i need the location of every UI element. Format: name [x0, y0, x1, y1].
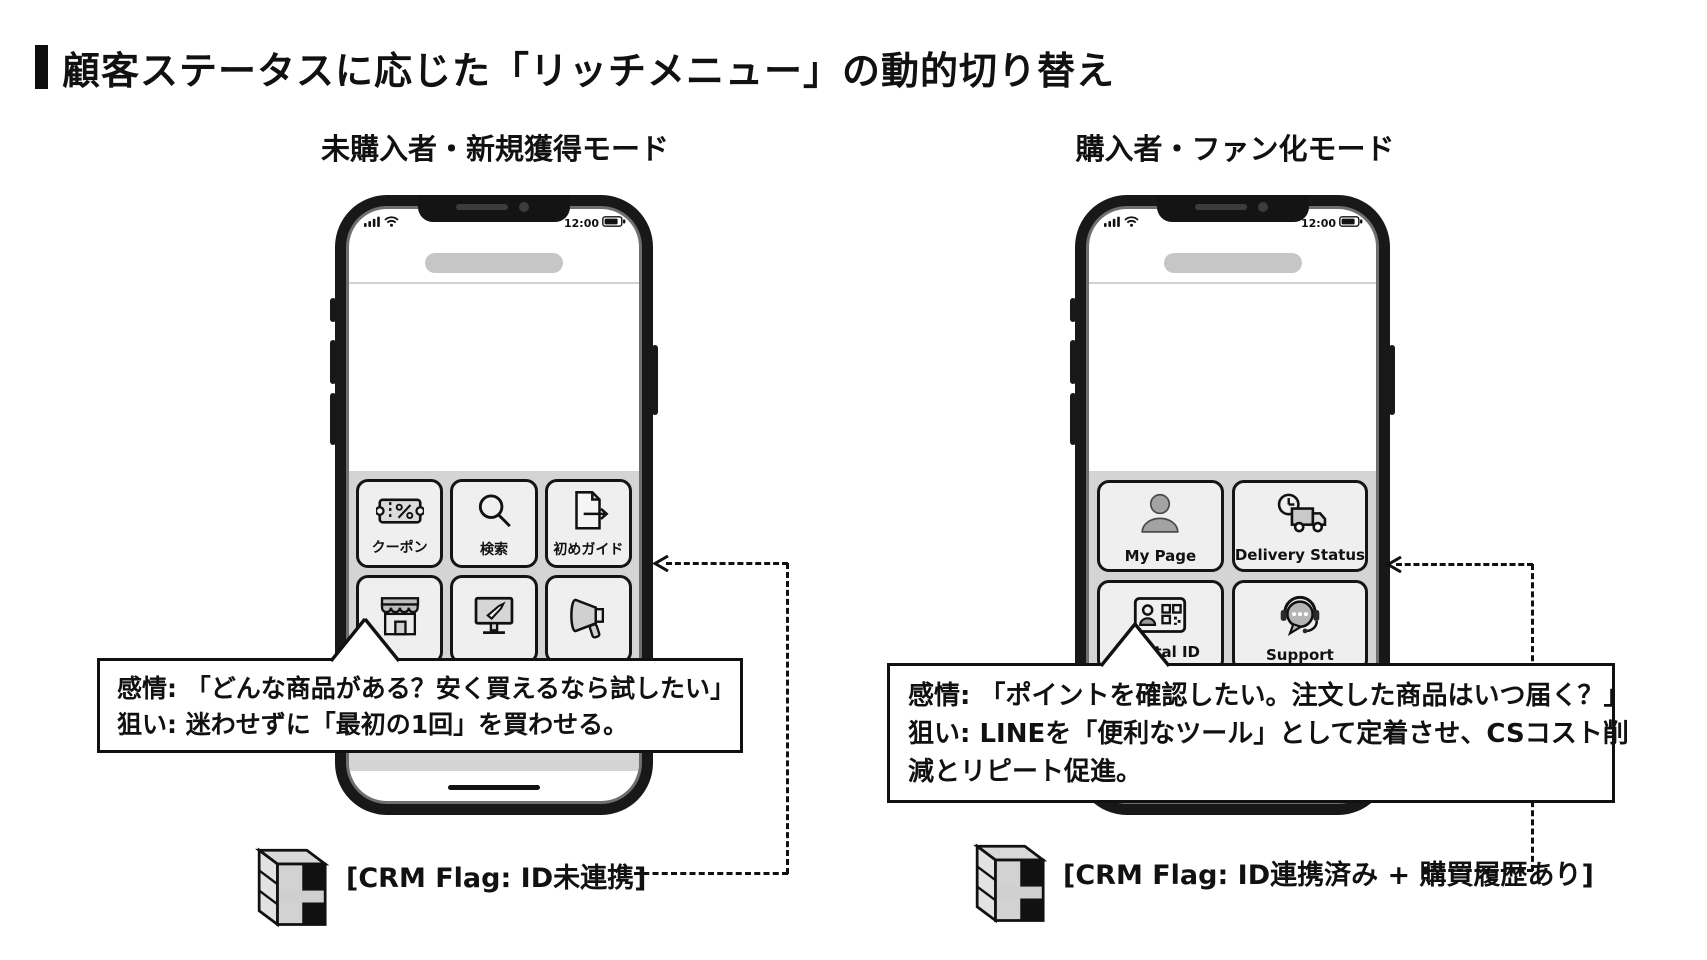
volume-up-button: [1070, 340, 1076, 384]
notch: [1156, 195, 1309, 222]
megaphone-icon: [563, 592, 613, 646]
emotion-line: 感情: 「どんな商品がある？安く買えるなら試したい」: [117, 674, 735, 703]
delivery-truck-icon: [1271, 489, 1329, 545]
wifi-icon: [1124, 216, 1139, 230]
volume-down-button: [1070, 393, 1076, 445]
support-headset-icon: [1273, 589, 1327, 645]
right-annotation-bubble: 感情: 「ポイントを確認したい。注文した商品はいつ届く？」 狙い: LINEを「…: [887, 663, 1630, 803]
camera-dot: [1257, 202, 1268, 212]
search-icon: [471, 488, 517, 538]
menu-item-search[interactable]: 検索: [450, 479, 538, 568]
battery-icon: [602, 216, 626, 230]
status-bar: 12:00: [364, 216, 626, 230]
aim-line-2: 減とリピート促進。: [908, 757, 1143, 787]
menu-item-megaphone[interactable]: [544, 575, 632, 664]
wifi-icon: [384, 216, 399, 230]
header-divider: [1089, 282, 1376, 284]
digital-id-card-icon: [1132, 592, 1188, 642]
page-title: 顧客ステータスに応じた「リッチメニュー」の動的切り替え: [62, 49, 1116, 93]
menu-item-delivery-status[interactable]: Delivery Status: [1231, 480, 1368, 572]
chat-header-placeholder: [1163, 253, 1302, 273]
battery-icon: [1339, 216, 1363, 230]
title-accent-bar: [35, 45, 48, 89]
menu-item-label: Delivery Status: [1234, 545, 1365, 564]
aim-line: 狙い: 迷わせずに「最初の1回」を買わせる。: [117, 710, 629, 739]
left-connector-vertical: [786, 563, 789, 874]
left-annotation-bubble: 感情: 「どんな商品がある？安く買えるなら試したい」 狙い: 迷わせずに「最初の…: [97, 658, 743, 753]
signal-icon: [364, 216, 381, 230]
right-connector-top: [1396, 563, 1533, 566]
volume-up-button: [330, 340, 336, 384]
mute-switch: [330, 298, 336, 322]
aim-line: 狙い: LINEを「便利なツール」として定着させ、CSコスト削: [908, 719, 1629, 749]
database-cube-icon: [250, 842, 338, 934]
volume-down-button: [330, 393, 336, 445]
mute-switch: [1070, 298, 1076, 322]
menu-item-starter-guide[interactable]: 初めガイド: [544, 479, 632, 568]
left-arrow-icon: [651, 553, 671, 578]
menu-item-label: 初めガイド: [553, 542, 624, 558]
left-connector-top: [666, 562, 788, 565]
status-bar: 12:00: [1104, 216, 1363, 230]
header-divider: [349, 282, 639, 284]
database-cube-icon: [968, 838, 1056, 930]
storefront-icon: [375, 592, 425, 646]
monitor-icon: [469, 592, 519, 646]
left-bubble-tail: [329, 616, 401, 666]
starter-guide-icon: [565, 488, 611, 538]
signal-icon: [1104, 216, 1121, 230]
status-time: 12:00: [563, 216, 599, 230]
right-crm-flag-label: [CRM Flag: ID連携済み + 購買履歴あり]: [1063, 860, 1594, 891]
coupon-ticket-icon: [374, 490, 425, 536]
speaker-slot: [1194, 204, 1247, 210]
menu-item-label: Support: [1266, 645, 1334, 664]
left-mode-header: 未購入者・新規獲得モード: [320, 132, 669, 166]
right-bubble-tail: [1099, 621, 1171, 671]
left-connector-bottom: [634, 872, 788, 875]
menu-item-my-page[interactable]: My Page: [1097, 480, 1224, 572]
camera-dot: [519, 202, 529, 212]
my-page-person-icon: [1133, 488, 1187, 546]
emotion-line: 感情: 「ポイントを確認したい。注文した商品はいつ届く？」: [908, 681, 1630, 711]
menu-item-label: My Page: [1124, 546, 1197, 565]
notch: [418, 195, 570, 222]
menu-item-coupon[interactable]: クーポン: [356, 479, 444, 568]
menu-item-label: クーポン: [371, 540, 428, 556]
menu-item-monitor[interactable]: [450, 575, 538, 664]
chat-header-placeholder: [425, 253, 563, 273]
menu-item-support[interactable]: Support: [1231, 580, 1368, 672]
left-crm-flag-label: [CRM Flag: ID未連携]: [346, 863, 647, 894]
status-time: 12:00: [1300, 216, 1336, 230]
menu-item-label: 検索: [479, 542, 508, 558]
right-connector-bottom: [1422, 869, 1533, 872]
left-arrow-icon: [1384, 554, 1404, 579]
power-button: [1389, 345, 1395, 415]
home-indicator: [448, 785, 540, 790]
right-mode-header: 購入者・ファン化モード: [1075, 132, 1395, 166]
speaker-slot: [456, 204, 508, 210]
power-button: [652, 345, 658, 415]
